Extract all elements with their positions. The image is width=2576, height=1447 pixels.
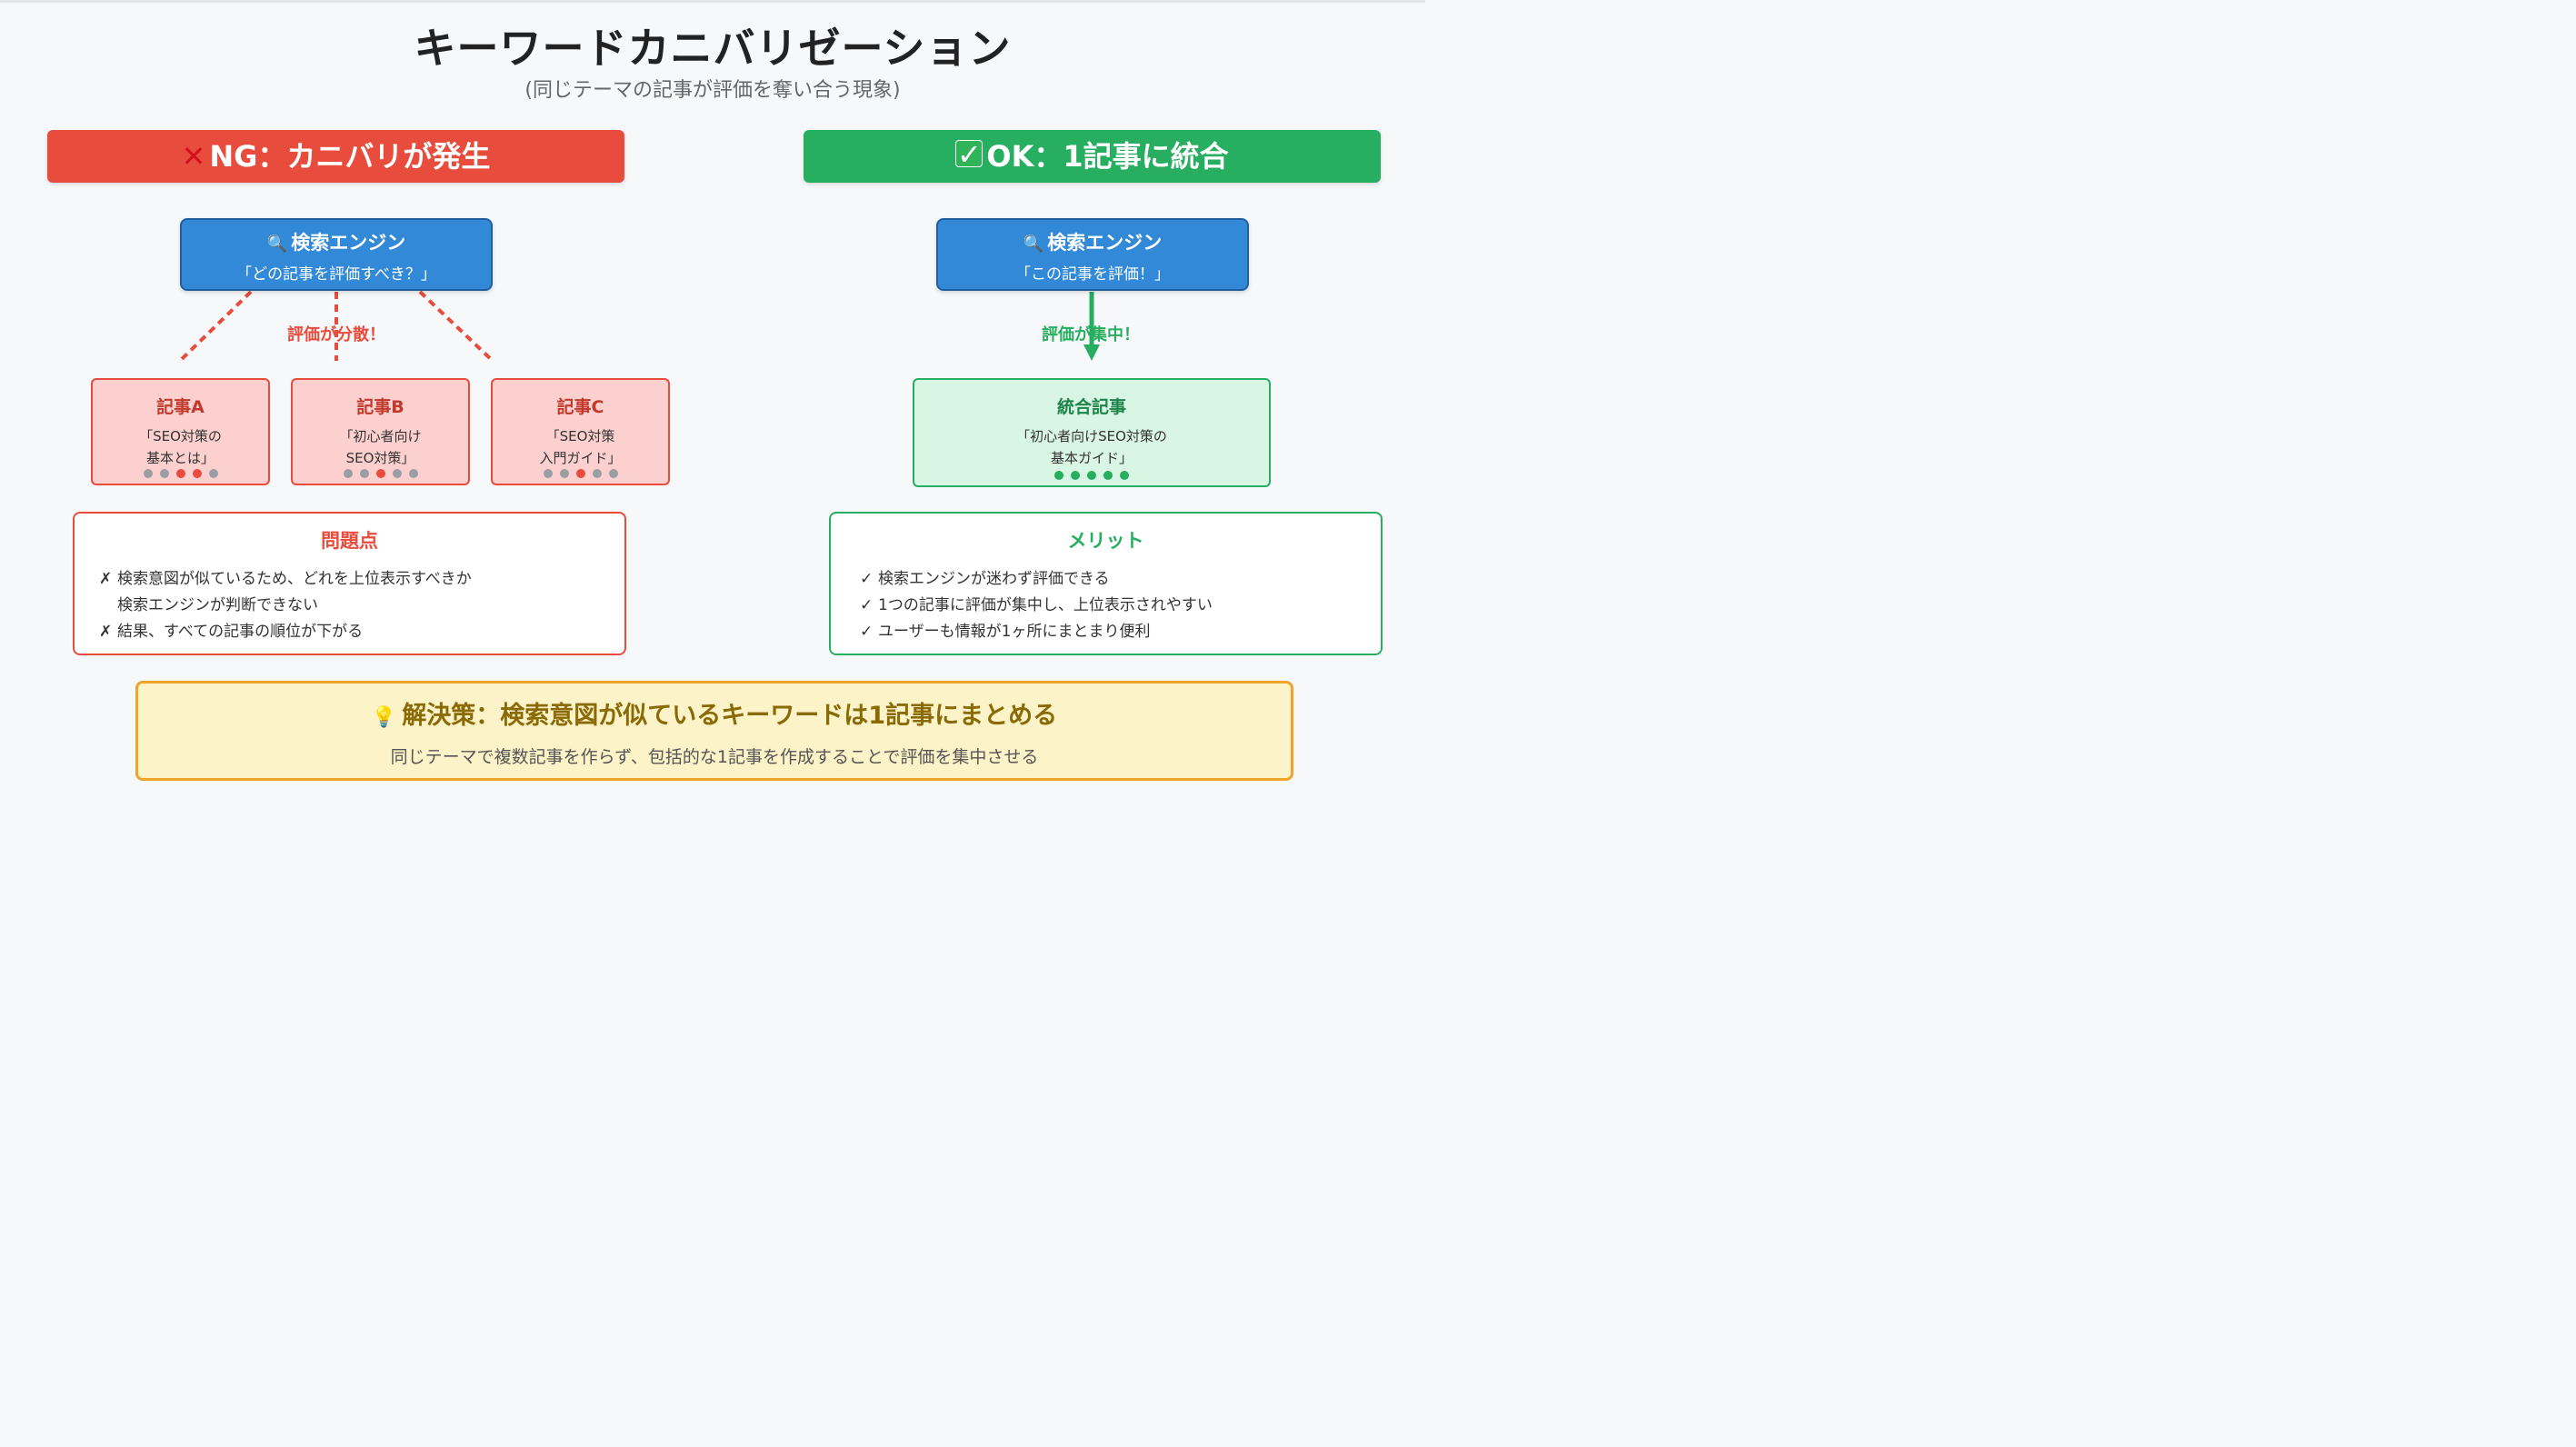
merits-panel: メリット ✓検索エンジンが迷わず評価できる✓1つの記事に評価が集中し、上位表示さ… <box>829 512 1383 655</box>
ok-engine-question: 「この記事を評価！」 <box>1015 265 1170 284</box>
rating-dot-red <box>375 469 385 478</box>
article-card-c: 記事C 「SEO対策 入門ガイド」 <box>491 378 670 485</box>
list-item-text: 検索エンジンが迷わず評価できる <box>878 570 1110 588</box>
rating-dot-green <box>1071 471 1080 480</box>
ok-engine-title: 検索エンジン <box>1047 232 1163 254</box>
bullet-mark: ✗ <box>99 623 113 641</box>
problems-panel: 問題点 ✗検索意図が似ているため、どれを上位表示すべきか 検索エンジンが判断でき… <box>73 512 626 655</box>
ng-banner: ✕NG：カニバリが発生 <box>47 130 624 183</box>
rating-dot-red <box>192 469 202 478</box>
check-mark-icon: ✓ <box>955 137 983 172</box>
rating-dots <box>914 471 1269 480</box>
rating-dots <box>93 469 268 478</box>
list-item-text: ユーザーも情報が1ヶ所にまとまり便利 <box>878 623 1151 641</box>
rating-dot-green <box>1087 471 1096 480</box>
rating-dot-gray <box>559 469 569 478</box>
rating-dots <box>493 469 668 478</box>
solution-desc: 同じテーマで複数記事を作らず、包括的な1記事を作成することで評価を集中させる <box>390 747 1039 767</box>
article-card-b: 記事B 「初心者向け SEO対策」 <box>291 378 470 485</box>
bullet-mark: ✓ <box>860 570 874 588</box>
solution-title: 解決策：検索意図が似ているキーワードは1記事にまとめる <box>402 702 1058 730</box>
page-title: キーワードカニバリゼーション <box>414 24 1012 73</box>
article-desc: 「SEO対策の 基本とは」 <box>139 428 222 466</box>
rating-dot-gray <box>343 469 353 478</box>
rating-dots <box>293 469 468 478</box>
list-item: ✗検索意図が似ているため、どれを上位表示すべきか 検索エンジンが判断できない <box>99 566 624 619</box>
rating-dot-red <box>175 469 185 478</box>
problems-title: 問題点 <box>321 530 378 552</box>
problems-list: ✗検索意図が似ているため、どれを上位表示すべきか 検索エンジンが判断できない✗結… <box>75 566 624 645</box>
list-item: ✓検索エンジンが迷わず評価できる <box>860 566 1381 593</box>
rating-dot-gray <box>408 469 418 478</box>
rating-dot-gray <box>359 469 369 478</box>
rating-dot-gray <box>392 469 402 478</box>
magnifier-icon: 🔍 <box>1023 235 1044 254</box>
ok-banner-label: OK：1記事に統合 <box>986 139 1229 174</box>
bullet-mark: ✗ <box>99 570 113 588</box>
solution-box: 💡解決策：検索意図が似ているキーワードは1記事にまとめる 同じテーマで複数記事を… <box>135 681 1293 781</box>
ok-arrow-head <box>1083 344 1100 361</box>
ng-engine-title: 検索エンジン <box>291 232 406 254</box>
ok-flow-label: 評価が集中！ <box>1042 325 1140 344</box>
ng-banner-label: NG：カニバリが発生 <box>209 139 491 174</box>
rating-dot-gray <box>159 469 169 478</box>
ng-flow-label: 評価が分散！ <box>287 325 385 344</box>
ng-connector-right <box>418 290 494 363</box>
list-item: ✓1つの記事に評価が集中し、上位表示されやすい <box>860 593 1381 619</box>
article-card-a: 記事A 「SEO対策の 基本とは」 <box>91 378 270 485</box>
ok-banner: ✓OK：1記事に統合 <box>804 130 1381 183</box>
rating-dot-gray <box>143 469 153 478</box>
ok-search-engine-box: 🔍検索エンジン 「この記事を評価！」 <box>936 218 1249 291</box>
ng-search-engine-box: 🔍検索エンジン 「どの記事を評価すべき？」 <box>180 218 493 291</box>
merits-title: メリット <box>1067 530 1144 552</box>
bullet-mark: ✓ <box>860 623 874 641</box>
bullet-mark: ✓ <box>860 596 874 614</box>
rating-dot-green <box>1103 471 1113 480</box>
merged-article-desc: 「初心者向けSEO対策の 基本ガイド」 <box>1016 428 1167 466</box>
article-title: 記事A <box>156 397 205 417</box>
list-item-text: 検索意図が似ているため、どれを上位表示すべきか 検索エンジンが判断できない <box>117 570 472 614</box>
list-item-text: 1つの記事に評価が集中し、上位表示されやすい <box>878 596 1213 614</box>
light-bulb-icon: 💡 <box>371 706 397 729</box>
rating-dot-green <box>1120 471 1129 480</box>
rating-dot-gray <box>543 469 553 478</box>
connector-lines <box>178 290 1100 363</box>
list-item: ✗結果、すべての記事の順位が下がる <box>99 619 624 645</box>
page-subtitle: (同じテーマの記事が評価を奪い合う現象) <box>524 79 901 102</box>
ng-connector-left <box>178 290 253 363</box>
article-desc: 「SEO対策 入門ガイド」 <box>539 428 622 466</box>
rating-dot-gray <box>592 469 602 478</box>
rating-dot-gray <box>608 469 618 478</box>
merged-article-card: 統合記事 「初心者向けSEO対策の 基本ガイド」 <box>913 378 1271 487</box>
magnifier-icon: 🔍 <box>266 235 288 254</box>
article-desc: 「初心者向け SEO対策」 <box>339 428 422 466</box>
list-item: ✓ユーザーも情報が1ヶ所にまとまり便利 <box>860 619 1381 645</box>
rating-dot-green <box>1054 471 1063 480</box>
merits-list: ✓検索エンジンが迷わず評価できる✓1つの記事に評価が集中し、上位表示されやすい✓… <box>831 566 1381 645</box>
list-item-text: 結果、すべての記事の順位が下がる <box>117 623 364 641</box>
ng-engine-question: 「どの記事を評価すべき？」 <box>236 265 436 284</box>
article-title: 記事C <box>556 397 604 417</box>
cross-mark-icon: ✕ <box>181 139 206 174</box>
merged-article-title: 統合記事 <box>1056 397 1126 417</box>
rating-dot-red <box>575 469 585 478</box>
article-title: 記事B <box>356 397 404 417</box>
rating-dot-gray <box>208 469 218 478</box>
